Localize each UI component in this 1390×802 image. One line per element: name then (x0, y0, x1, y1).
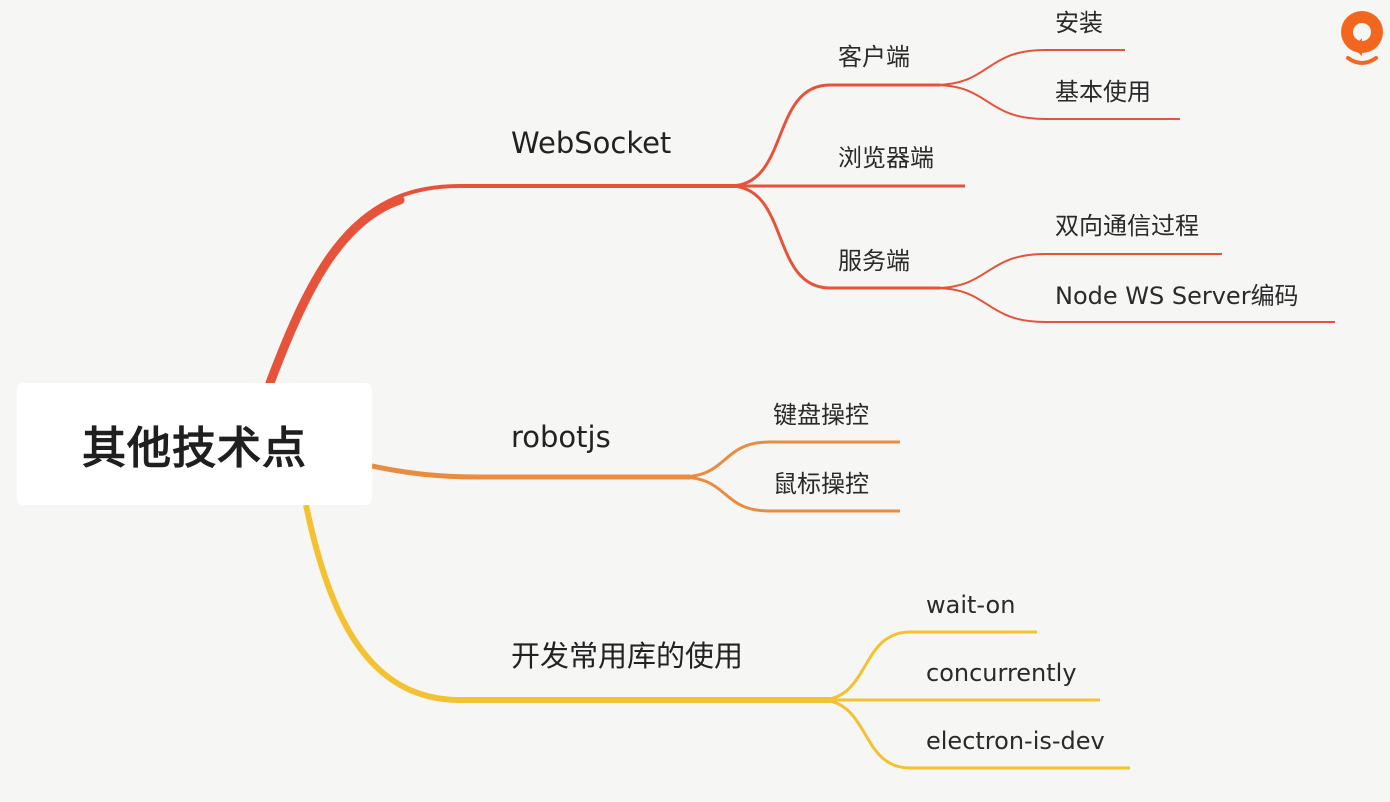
node-client[interactable]: 客户端 (838, 43, 910, 71)
node-wait-on[interactable]: wait-on (926, 591, 1016, 619)
connector-server-duplex (934, 253, 1222, 289)
brand-logo-icon (1341, 11, 1383, 65)
node-robotjs[interactable]: robotjs (511, 420, 611, 454)
node-concurrently[interactable]: concurrently (926, 659, 1077, 687)
node-keyboard-control[interactable]: 键盘操控 (773, 401, 869, 429)
connector-server-node (934, 287, 1335, 323)
node-server-node-ws[interactable]: Node WS Server编码 (1055, 282, 1299, 310)
connector-websocket-client (729, 83, 940, 188)
connector-libs-waiton (819, 630, 1037, 702)
connector-websocket-server (729, 184, 940, 290)
node-electron-is-dev[interactable]: electron-is-dev (926, 727, 1105, 755)
node-browser[interactable]: 浏览器端 (838, 144, 934, 172)
node-client-install[interactable]: 安装 (1055, 9, 1103, 37)
connector-libs-electron (819, 698, 1130, 770)
node-dev-libs[interactable]: 开发常用库的使用 (511, 639, 744, 673)
connector-robotjs-keyboard (679, 440, 900, 479)
root-node-label: 其他技术点 (82, 423, 307, 474)
connector-root-libs (303, 504, 830, 703)
connector-root-robotjs (371, 463, 690, 480)
node-server-duplex[interactable]: 双向通信过程 (1055, 212, 1199, 240)
connector-client-install (934, 49, 1125, 86)
node-server[interactable]: 服务端 (838, 247, 910, 275)
connector-root-websocket-thick (265, 195, 405, 388)
connector-client-basic (934, 84, 1180, 120)
node-client-basic-usage[interactable]: 基本使用 (1055, 78, 1151, 106)
node-mouse-control[interactable]: 鼠标操控 (773, 470, 869, 498)
root-node[interactable]: 其他技术点 (17, 383, 372, 505)
connector-root-websocket (268, 184, 740, 384)
node-websocket[interactable]: WebSocket (511, 126, 672, 160)
connector-robotjs-mouse (679, 475, 900, 513)
